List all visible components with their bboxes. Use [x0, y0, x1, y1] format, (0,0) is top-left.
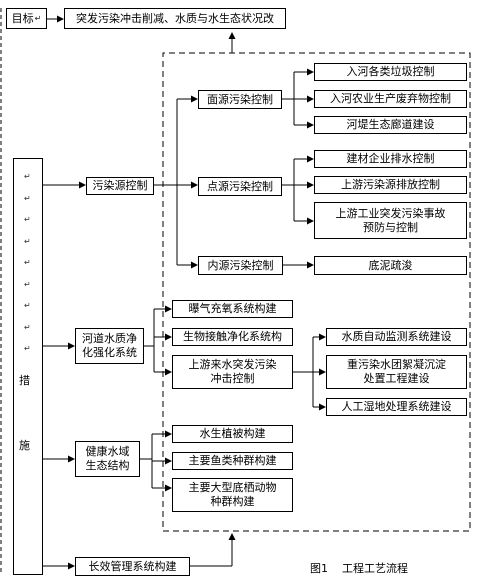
benthic-population: 主要大型底栖动物 种群构建 [172, 478, 293, 512]
goal-label: 目标↵ [6, 8, 47, 29]
river-purification: 河道水质净 化强化系统 [75, 328, 144, 364]
fish-population: 主要鱼类种群构建 [172, 452, 293, 470]
nonpoint-item-garbage: 入河各类垃圾控制 [314, 63, 467, 81]
measures-mark-column: ↵↵↵↵↵↵↵↵↵ [24, 172, 31, 353]
flocculation-works: 重污染水团絮凝沉淀 处置工程建设 [326, 355, 467, 389]
measures-column [13, 158, 43, 575]
aeration-system: 曝气充氧系统构建 [172, 300, 293, 318]
upstream-shock-control: 上游来水突发污染 冲击控制 [172, 355, 293, 389]
nonpoint-item-agri-waste: 入河农业生产废弃物控制 [314, 90, 467, 108]
pollution-source-control: 污染源控制 [86, 177, 154, 195]
internal-item-dredging: 底泥疏浚 [314, 256, 467, 275]
bio-contact-system: 生物接触净化系统构 [172, 328, 293, 346]
healthy-water-ecology: 健康水域 生态结构 [75, 441, 140, 477]
point-item-industrial: 上游工业突发污染事故 预防与控制 [314, 202, 467, 239]
internal-control: 内源污染控制 [198, 256, 283, 275]
figure-caption: 图1 工程工艺流程 [310, 562, 408, 575]
measures-char-1: 措 [19, 374, 30, 387]
wetland-system: 人工湿地处理系统建设 [326, 398, 467, 416]
auto-monitoring: 水质自动监测系统建设 [326, 328, 467, 346]
nonpoint-item-embankment: 河堤生态廊道建设 [314, 116, 467, 134]
point-control: 点源污染控制 [198, 177, 282, 196]
goal-text: 突发污染冲击削减、水质与水生态状况改 [76, 11, 274, 25]
measures-char-2: 施 [19, 439, 30, 452]
point-item-building: 建材企业排水控制 [314, 150, 467, 168]
return-mark-icon: ↵ [34, 13, 42, 23]
point-item-upstream: 上游污染源排放控制 [314, 176, 467, 194]
goal-label-text: 目标 [11, 11, 34, 25]
nonpoint-control: 面源污染控制 [198, 90, 282, 109]
long-term-management: 长效管理系统构建 [75, 557, 190, 576]
aquatic-vegetation: 水生植被构建 [172, 425, 293, 443]
goal-box: 突发污染冲击削减、水质与水生态状况改 [64, 8, 286, 29]
